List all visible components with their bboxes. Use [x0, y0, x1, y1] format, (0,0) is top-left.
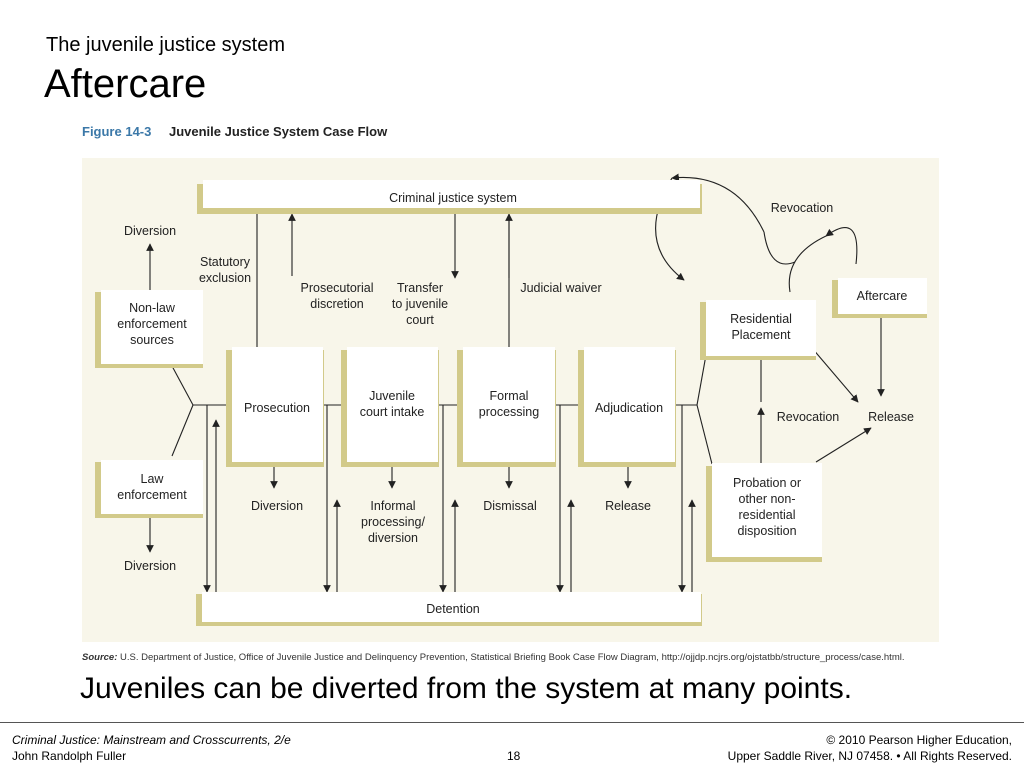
- figure-number: Figure 14-3: [82, 124, 152, 139]
- figure-source: Source: U.S. Department of Justice, Offi…: [82, 652, 904, 663]
- criminal-justice-system-box: [197, 180, 702, 214]
- label-release-right: Release: [868, 410, 914, 424]
- adjudication-box: [578, 347, 676, 467]
- flow-boxes: [95, 180, 927, 626]
- non-law-enforcement-box: [95, 290, 203, 368]
- node-adjudication: Adjudication: [595, 401, 663, 415]
- node-criminal-justice-system: Criminal justice system: [389, 191, 517, 205]
- footer-page-number: 18: [507, 749, 521, 763]
- label-diversion-bottom: Diversion: [124, 559, 176, 573]
- figure-title: Juvenile Justice System Case Flow: [168, 124, 388, 139]
- residential-placement-box: [700, 300, 816, 360]
- label-diversion-prosecution: Diversion: [251, 499, 303, 513]
- label-dismissal: Dismissal: [483, 499, 536, 513]
- source-label: Source:: [82, 652, 118, 663]
- label-release-adjudication: Release: [605, 499, 651, 513]
- footer-copyright-line2: Upper Saddle River, NJ 07458. • All Righ…: [727, 749, 1012, 763]
- footer-copyright-line1: © 2010 Pearson Higher Education,: [826, 733, 1012, 747]
- label-revocation-mid: Revocation: [777, 410, 840, 424]
- node-prosecution: Prosecution: [244, 401, 310, 415]
- aftercare-box: [832, 278, 927, 318]
- node-aftercare: Aftercare: [857, 289, 908, 303]
- juvenile-court-intake-box: [341, 347, 439, 467]
- slide-subtitle: The juvenile justice system: [46, 34, 285, 56]
- slide-title: Aftercare: [44, 62, 207, 106]
- slide-caption: Juveniles can be diverted from the syste…: [80, 672, 853, 705]
- node-detention: Detention: [426, 602, 480, 616]
- prosecution-box: [226, 347, 324, 467]
- detention-box: [196, 592, 702, 626]
- formal-processing-box: [457, 347, 556, 467]
- label-diversion-top: Diversion: [124, 224, 176, 238]
- label-revocation-top: Revocation: [771, 201, 834, 215]
- figure-header: Figure 14-3 Juvenile Justice System Case…: [82, 124, 387, 139]
- law-enforcement-box: [95, 460, 203, 518]
- flow-arrows: [146, 173, 885, 593]
- source-text: U.S. Department of Justice, Office of Ju…: [120, 652, 905, 663]
- footer-divider: [0, 722, 1024, 723]
- probation-box: [706, 463, 822, 562]
- label-judicial-waiver: Judicial waiver: [520, 281, 601, 295]
- footer-author: John Randolph Fuller: [12, 749, 127, 763]
- footer-book-title: Criminal Justice: Mainstream and Crosscu…: [12, 733, 291, 747]
